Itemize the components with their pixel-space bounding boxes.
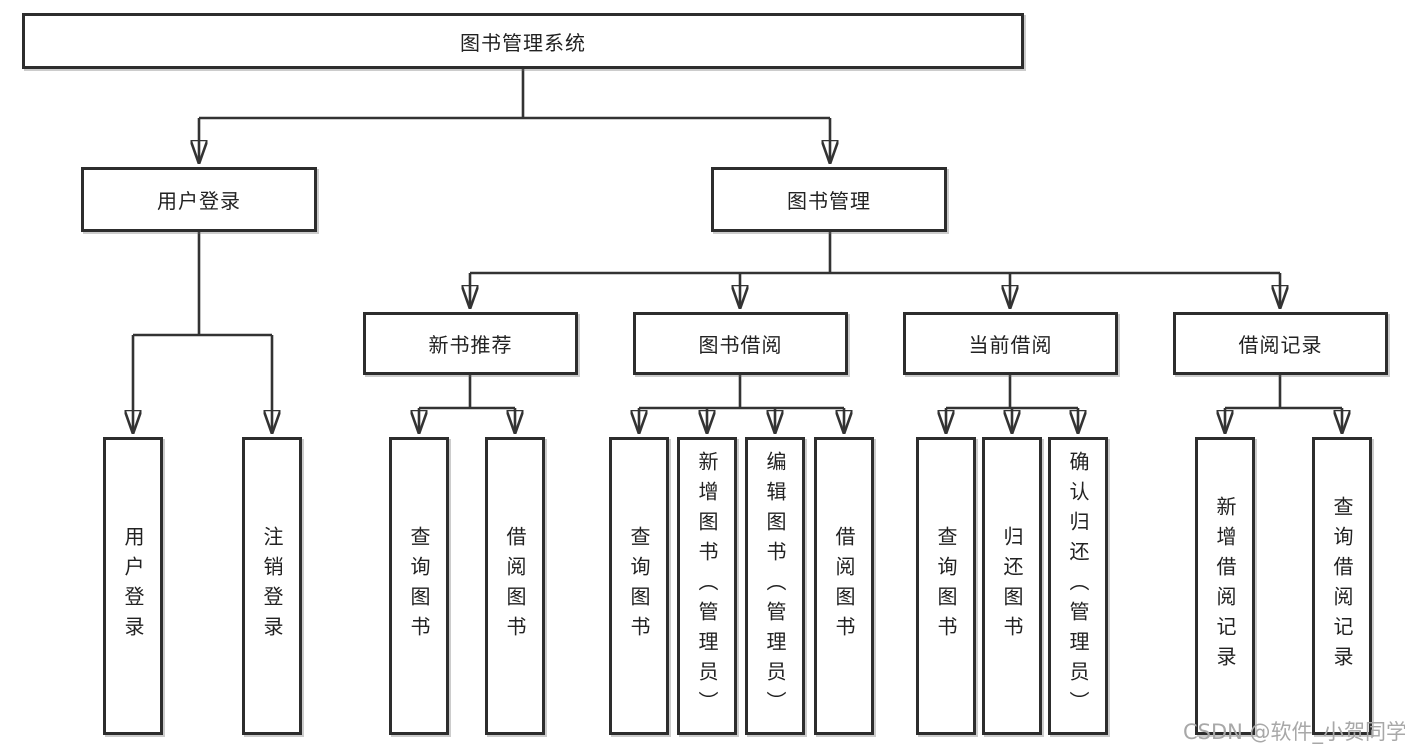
node-root: 图书管理系统 [22,13,1024,69]
leaf-user-login: 用户登录 [103,437,163,735]
leaf-edit-books-admin: 编辑图书（管理员） [745,437,805,735]
leaf-add-borrow-record: 新增借阅记录 [1195,437,1255,735]
node-book-borrowing: 图书借阅 [633,312,848,375]
node-book-management: 图书管理 [711,167,947,232]
leaf-add-books-admin: 新增图书（管理员） [677,437,737,735]
node-current-borrowing: 当前借阅 [903,312,1118,375]
csdn-watermark: CSDN @软件_小贺同学 [1183,720,1405,744]
node-user-login: 用户登录 [81,167,317,232]
leaf-query-borrow-record: 查询借阅记录 [1312,437,1372,735]
leaf-borrow-books: 借阅图书 [485,437,545,735]
node-borrowing-records: 借阅记录 [1173,312,1388,375]
leaf-query-books: 查询图书 [916,437,976,735]
leaf-confirm-return-admin: 确认归还（管理员） [1048,437,1108,735]
leaf-return-books: 归还图书 [982,437,1042,735]
leaf-borrow-books: 借阅图书 [814,437,874,735]
leaf-query-books: 查询图书 [609,437,669,735]
leaf-logout: 注销登录 [242,437,302,735]
node-new-book-recommend: 新书推荐 [363,312,578,375]
leaf-query-books: 查询图书 [389,437,449,735]
